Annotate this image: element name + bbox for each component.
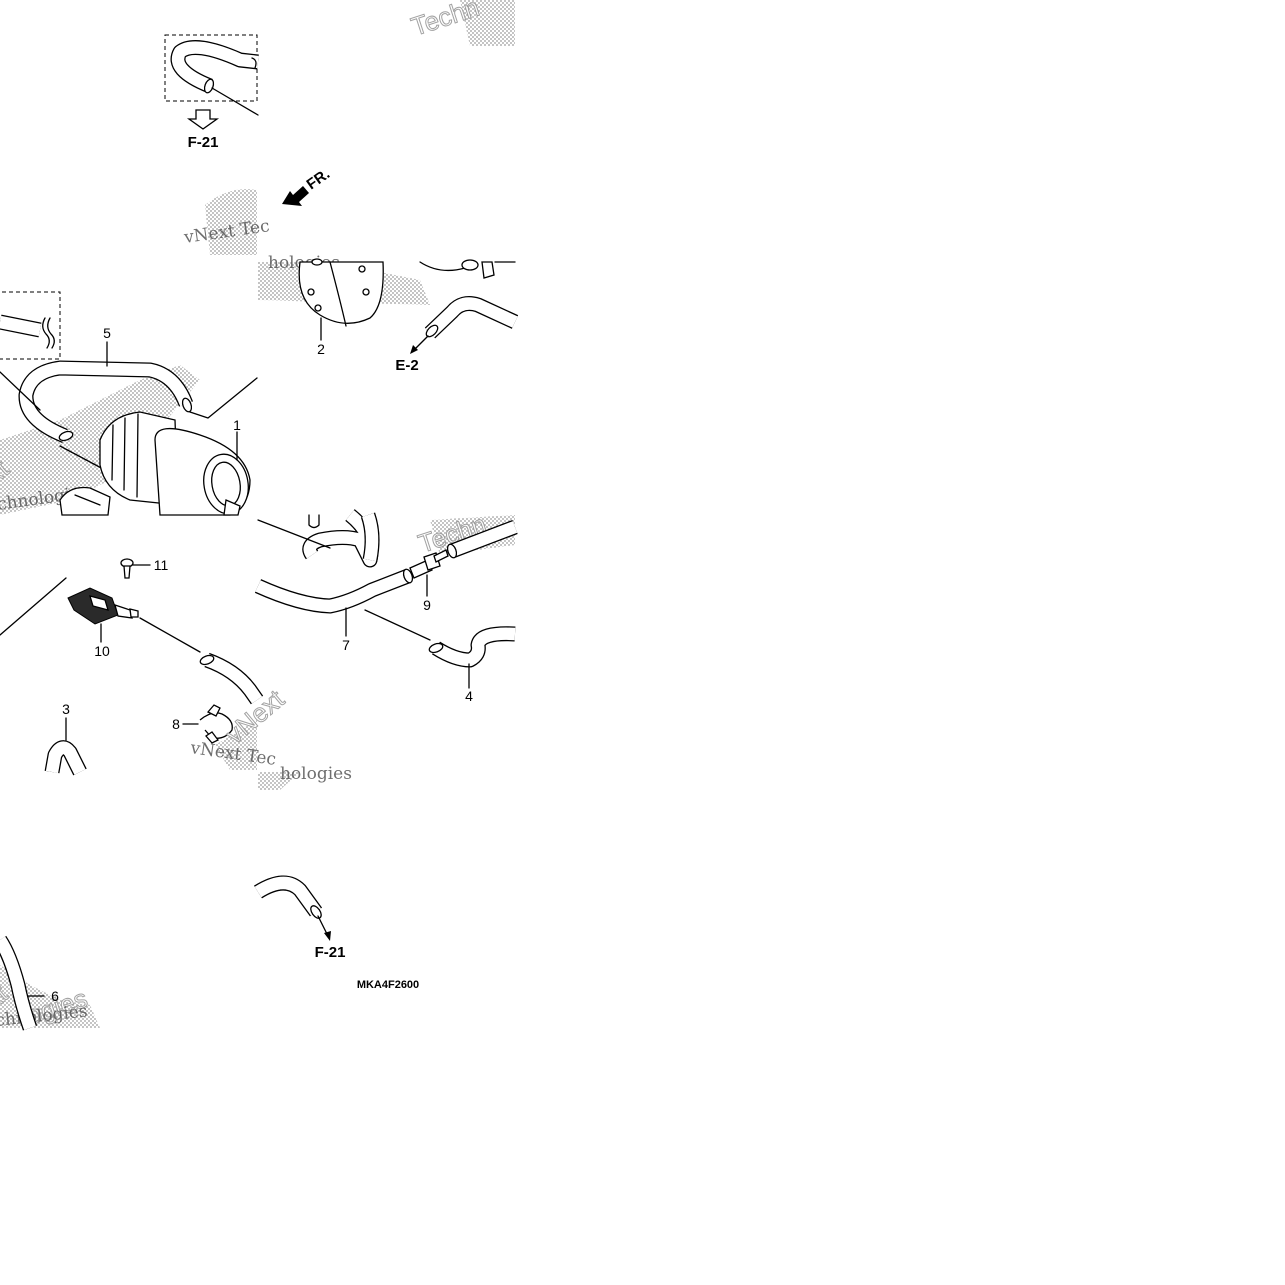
fitting — [419, 259, 516, 279]
hose-detail — [0, 314, 55, 349]
part-8-clip — [199, 704, 233, 744]
callout-6: 6 — [51, 988, 59, 1004]
hose-lower-left — [199, 652, 264, 705]
part-9-joint — [409, 549, 449, 579]
callout-4: 4 — [465, 688, 473, 704]
front-arrow-icon — [282, 186, 309, 206]
watermark: vNext Tec — [182, 189, 271, 255]
hose-to-e2 — [424, 296, 519, 339]
callout-1: 1 — [233, 417, 241, 433]
callout-3: 3 — [62, 701, 70, 717]
hose-detail — [170, 40, 259, 116]
tile-top-right: hologies 2 E-2 — [258, 253, 519, 374]
watermark: hologies — [258, 764, 352, 790]
detail-inset-frame — [164, 34, 258, 102]
callout-7: 7 — [342, 637, 350, 653]
tile-lower-right: hologies F-21 MKA4F2600 — [254, 764, 419, 991]
connector — [59, 486, 111, 516]
hose-6 — [0, 935, 38, 1031]
detail-inset-frame — [0, 291, 61, 360]
callout-9: 9 — [423, 597, 431, 613]
hose-to-f21 — [254, 875, 323, 919]
hose-4 — [428, 626, 516, 668]
part-10-sensor — [67, 587, 139, 625]
callout-10: 10 — [94, 643, 110, 659]
callout-5: 5 — [103, 325, 111, 341]
tile-middle-left: xt chnologies 5 1 — [0, 291, 258, 516]
hose-7 — [254, 568, 414, 614]
callout-11: 11 — [154, 557, 169, 573]
ref-label-f21: F-21 — [315, 944, 346, 961]
watermark: xt ogies chnologies — [0, 965, 100, 1031]
hose-5 — [18, 360, 194, 443]
tile-bottom-left: xt ogies chnologies 6 — [0, 935, 100, 1031]
tile-lower-left: 11 10 8 vNext Tec vNext — [0, 557, 291, 776]
ref-label-e2: E-2 — [395, 357, 418, 374]
part-2-band — [298, 258, 384, 327]
ref-arrow-down-icon — [186, 109, 220, 130]
watermark: Techn — [407, 0, 515, 46]
ref-label-f21: F-21 — [188, 134, 219, 151]
part-1-filter — [99, 411, 251, 516]
diagram-code: MKA4F2600 — [357, 979, 419, 991]
callout-2: 2 — [317, 341, 325, 357]
callout-8: 8 — [172, 716, 180, 732]
hose-upper — [302, 509, 380, 568]
front-label: FR. — [304, 165, 334, 193]
hose-3 — [44, 740, 87, 776]
tile-top-left: Techn F-21 FR. vNext Tec — [164, 0, 515, 255]
tile-middle-right: Techn 7 9 — [254, 508, 518, 704]
watermark-text: hologies — [280, 764, 352, 784]
part-11-bolt — [120, 558, 134, 579]
hose-short — [446, 519, 518, 559]
